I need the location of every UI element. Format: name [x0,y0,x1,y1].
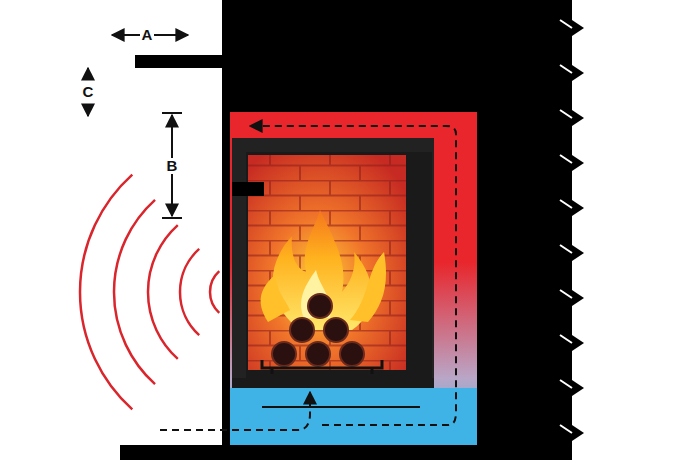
logs [272,294,364,366]
heat-wave [114,200,155,384]
air-jacket-bottom [230,388,477,445]
baffle-line [262,406,420,408]
brick-pattern [248,155,406,370]
brick-wall [248,155,406,370]
firebox-back [246,152,432,386]
cold-air-inlet [160,392,310,430]
dimension-label: A [140,27,155,43]
grate [262,360,382,374]
heat-wave [148,225,178,359]
heat-wave [180,249,199,335]
flames [261,210,386,330]
air-jacket [230,112,477,445]
heat-wave [80,175,132,410]
dimension-label: C [81,84,96,100]
chimney-masonry [120,0,584,460]
heat-wave [210,271,219,313]
flue-vent [232,182,264,196]
heat-waves [80,175,219,410]
warm-air-flow [250,126,456,425]
dimension-label: B [165,158,180,174]
firebox-floor [232,378,434,388]
firebox-frame [232,138,434,388]
masonry-edge [560,20,572,433]
dimension-lines [88,35,188,218]
